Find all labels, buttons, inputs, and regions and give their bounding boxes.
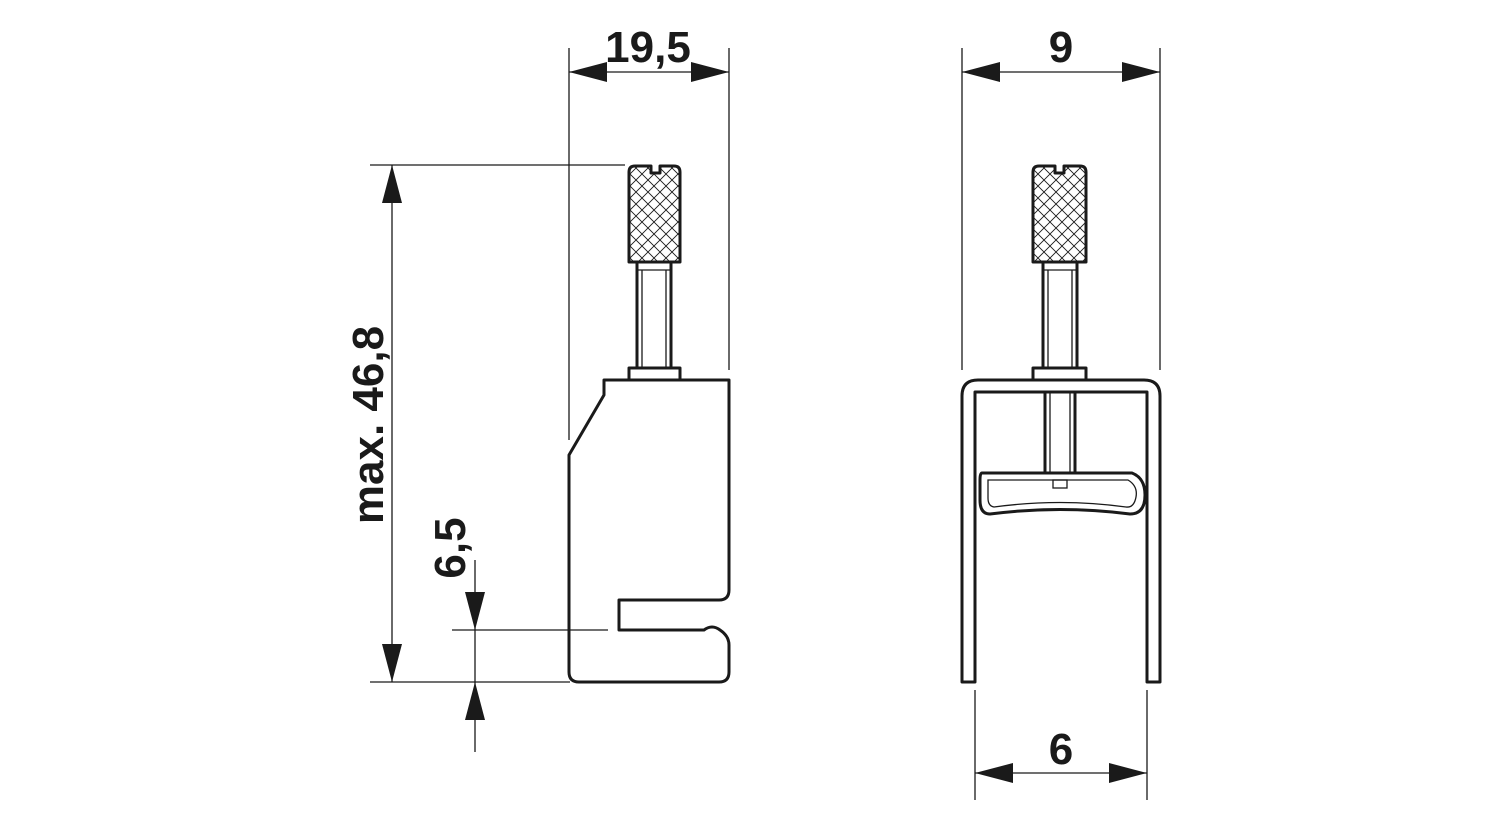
screw-head — [1031, 164, 1088, 264]
width-label: 19,5 — [605, 23, 691, 72]
bracket — [960, 378, 1162, 684]
screw-shaft — [627, 260, 682, 382]
dimension-slot: 6,5 — [426, 517, 608, 752]
screw-head — [627, 164, 682, 264]
clamp-plate — [978, 471, 1147, 516]
terminal-body — [567, 378, 731, 684]
side-view: 19,5 max. 46,8 6,5 — [344, 23, 731, 752]
dimension-bottom-width: 6 — [974, 690, 1148, 800]
dimension-width: 19,5 — [568, 23, 730, 440]
screw-shaft — [1031, 260, 1088, 472]
dimension-height: max. 46,8 — [344, 164, 625, 683]
dimension-top-width: 9 — [961, 23, 1161, 370]
top-width-label: 9 — [1049, 23, 1073, 72]
front-view: 9 6 — [960, 23, 1162, 800]
height-label: max. 46,8 — [344, 326, 393, 524]
bottom-width-label: 6 — [1049, 725, 1073, 774]
slot-label: 6,5 — [426, 517, 475, 578]
